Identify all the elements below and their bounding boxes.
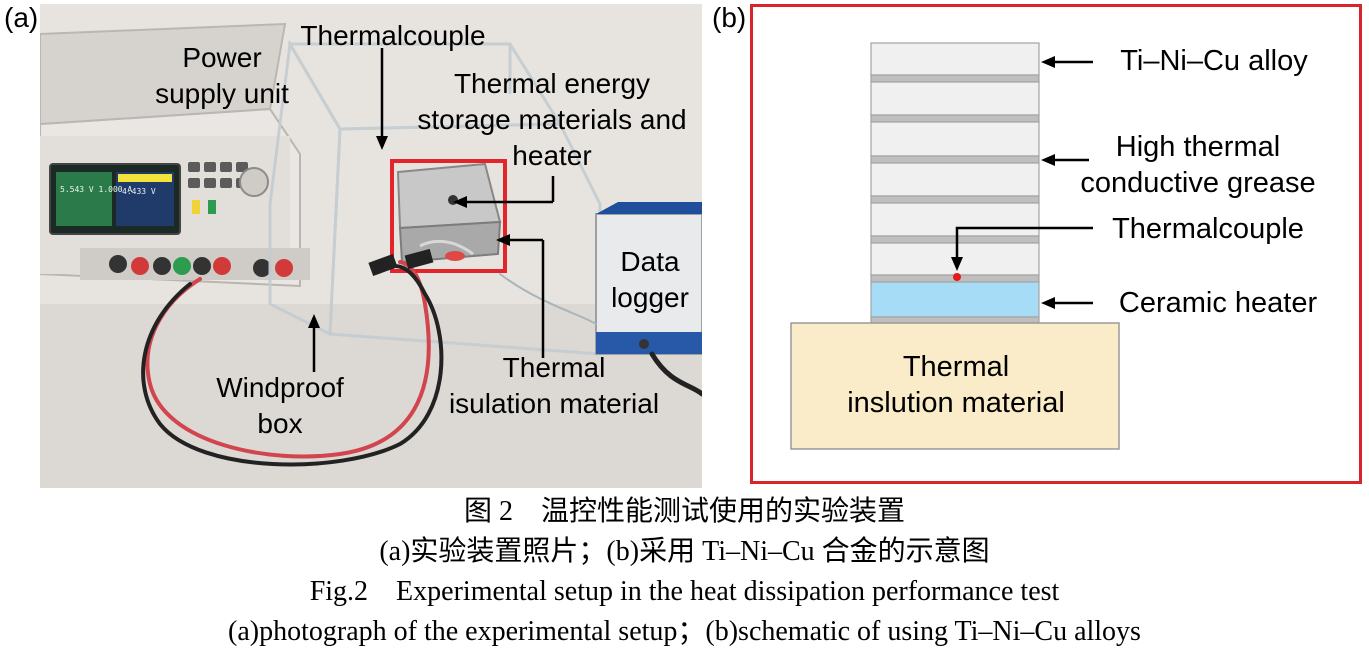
alloy-layer — [870, 81, 1040, 116]
alloy-stack — [870, 42, 1040, 324]
ceramic-heater-layer — [870, 281, 1040, 318]
psu-screen-readout-right: 4.433 V — [122, 187, 156, 196]
tes-sample — [396, 162, 502, 264]
panel-a-label: (a) — [4, 2, 39, 33]
schematic-frame: Ti–Ni–Cu alloy High thermal conductive g… — [750, 4, 1362, 484]
label-grease: High thermal conductive grease — [1080, 131, 1316, 199]
label-windproof-box: Windproof box — [216, 372, 344, 439]
insulation-block — [790, 322, 1120, 450]
sample-highlight-frame — [390, 159, 507, 273]
label-data-logger: Data logger — [611, 246, 689, 313]
label-insulation-b: Thermal inslution material — [847, 351, 1065, 419]
grease-layer — [870, 316, 1040, 324]
data-logger — [595, 202, 702, 355]
caption-cn-subtitle: (a)实验装置照片；(b)采用 Ti–Ni–Cu 合金的示意图 — [379, 536, 990, 567]
thermocouple-sensor — [953, 273, 961, 281]
label-power-supply: Power supply unit — [155, 42, 289, 109]
grease-layer — [870, 114, 1040, 123]
grease-layer — [870, 155, 1040, 164]
alloy-layer — [870, 42, 1040, 76]
caption-en-subtitle: (a)photograph of the experimental setup；… — [228, 616, 1141, 647]
alloy-layer — [870, 162, 1040, 197]
setup-photograph: 5.543 V 1.000 A 4.433 V — [40, 4, 702, 488]
grease-layer — [870, 74, 1040, 83]
alloy-layer — [870, 121, 1040, 157]
caption-cn-title: 图 2 温控性能测试使用的实验装置 — [463, 496, 905, 527]
label-ceramic-heater: Ceramic heater — [1118, 287, 1318, 319]
power-supply-unit: 5.543 V 1.000 A 4.433 V — [40, 22, 310, 288]
label-alloy: Ti–Ni–Cu alloy — [1120, 45, 1308, 77]
alloy-layer — [870, 202, 1040, 237]
panel-b-label: (b) — [712, 2, 747, 33]
label-insulation-a: Thermal isulation material — [448, 352, 660, 419]
psu-screen-readout-left: 5.543 V 1.000 A — [60, 185, 132, 194]
cables — [141, 260, 702, 467]
grease-layer — [870, 195, 1040, 204]
label-thermalcouple-a: Thermalcouple — [300, 20, 486, 51]
label-thermalcouple-b: Thermalcouple — [1112, 213, 1304, 245]
grease-layer — [870, 235, 1040, 244]
caption-en-title: Fig.2 Experimental setup in the heat dis… — [309, 576, 1060, 607]
label-tes-heater: Thermal energy storage materials and hea… — [417, 68, 687, 171]
